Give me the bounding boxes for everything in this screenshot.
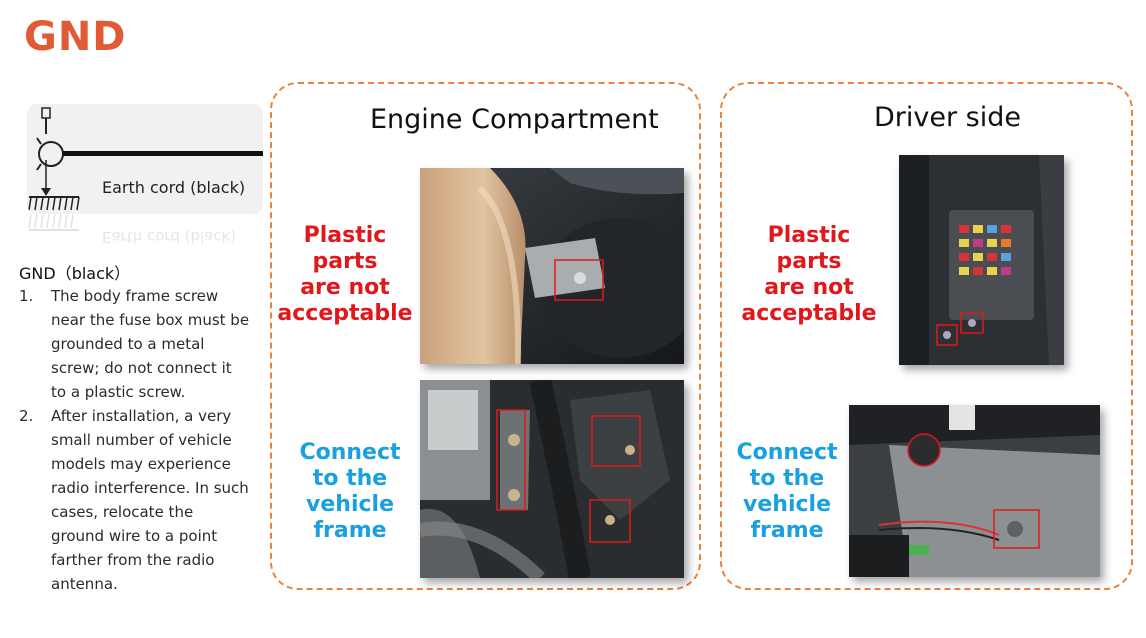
diagram-reflection: Earth cord (black) — [27, 214, 263, 250]
list-item: 1. The body frame screw near the fuse bo… — [19, 284, 251, 404]
list-text: After installation, a very small number … — [51, 407, 249, 593]
driver-fusebox-photo — [899, 155, 1064, 365]
engine-compartment-title: Engine Compartment — [370, 104, 659, 135]
list-item: 2. After installation, a very small numb… — [19, 404, 251, 596]
list-number: 2. — [19, 407, 34, 425]
list-text: The body frame screw near the fuse box m… — [51, 287, 250, 401]
driver-frame-photo — [849, 405, 1100, 577]
engine-compartment-panel — [270, 82, 701, 590]
ground-symbol-icon — [28, 107, 263, 211]
earth-cord-caption-reflection: Earth cord (black) — [102, 228, 237, 246]
page-title: GND — [24, 14, 127, 60]
engine-frame-photo — [420, 380, 684, 578]
driver-frame-instruction: Connect to the vehicle frame — [736, 440, 838, 543]
gnd-notes-list: 1. The body frame screw near the fuse bo… — [19, 284, 251, 596]
driver-side-title: Driver side — [874, 102, 1021, 133]
earth-cord-caption: Earth cord (black) — [102, 178, 246, 197]
driver-side-panel — [720, 82, 1133, 590]
engine-plastic-warning: Plastic parts are not acceptable — [277, 223, 413, 326]
engine-plastic-photo — [420, 168, 684, 364]
engine-frame-instruction: Connect to the vehicle frame — [299, 440, 401, 543]
earth-cord-diagram: Earth cord (black) — [27, 104, 263, 214]
driver-plastic-warning: Plastic parts are not acceptable — [741, 223, 877, 326]
list-number: 1. — [19, 287, 34, 305]
gnd-heading: GND（black） — [19, 264, 131, 283]
